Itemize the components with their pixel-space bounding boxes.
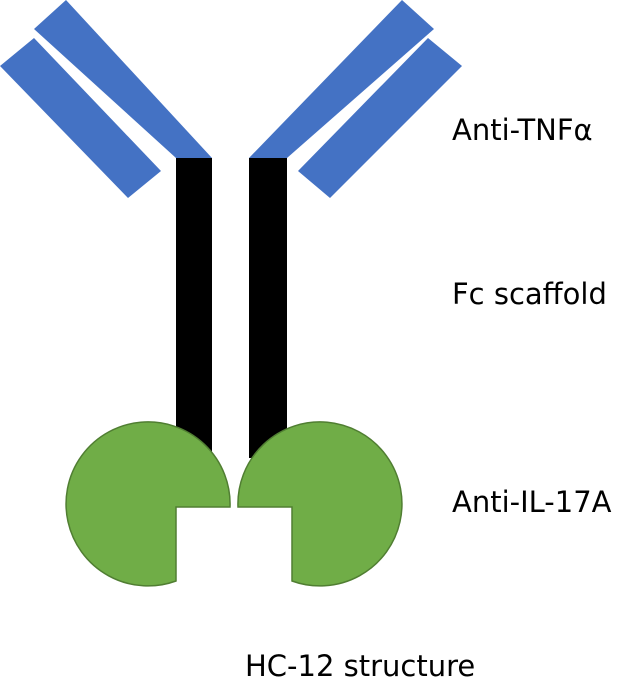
anti-il17a-label: Anti-IL-17A (452, 485, 612, 519)
left-fab-arm (0, 0, 212, 198)
anti-tnf-label: Anti-TNFα (452, 113, 593, 147)
right-fab-outer-bar (298, 38, 462, 198)
left-fab-inner-bar (34, 0, 212, 158)
left-fab-outer-bar (0, 38, 161, 198)
diagram-caption: HC-12 structure (245, 649, 476, 683)
il17a-binder-right (237, 421, 403, 587)
right-fab-arm (249, 0, 462, 198)
fc-scaffold (176, 158, 287, 458)
fc-chain-left (176, 158, 212, 458)
fc-chain-right (249, 158, 287, 458)
right-fab-inner-bar (249, 0, 434, 158)
fc-scaffold-label: Fc scaffold (452, 277, 607, 311)
il17a-binder-left (65, 421, 231, 587)
il17a-binders (65, 421, 403, 587)
